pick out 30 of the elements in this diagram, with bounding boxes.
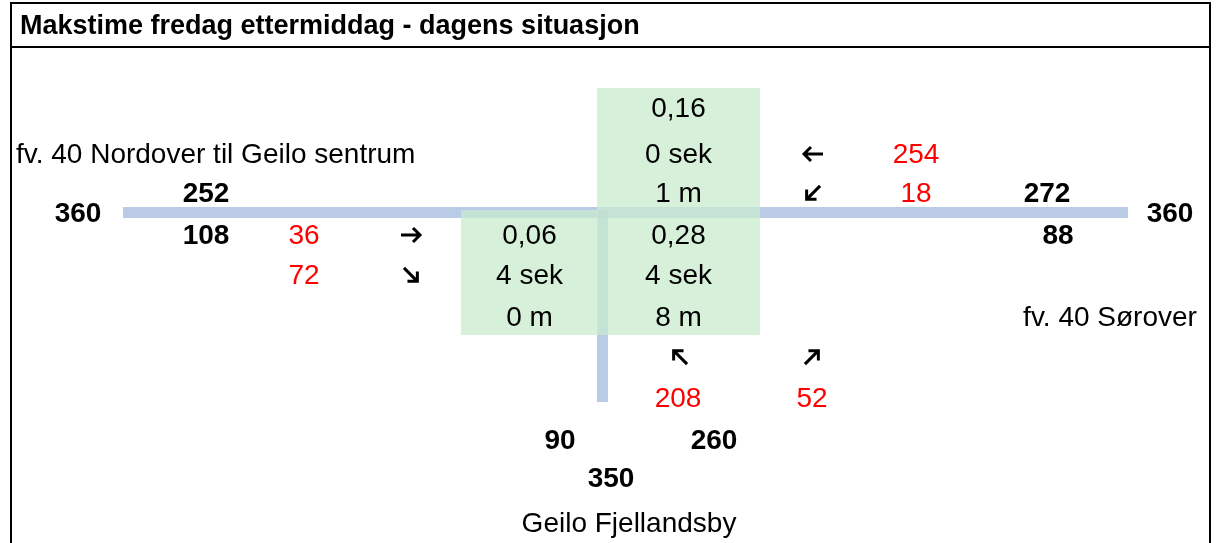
capacity-value: 1 m [655,177,702,209]
traffic-total: 90 [544,424,576,456]
traffic-total: 272 [1023,177,1071,209]
capacity-value: 4 sek [496,259,563,291]
capacity-value: 0,16 [651,92,706,124]
traffic-total: 260 [690,424,738,456]
capacity-value: 0,06 [502,219,557,251]
traffic-count: 18 [900,177,932,209]
capacity-value: 8 m [655,301,702,333]
traffic-total: 360 [1146,197,1194,229]
capacity-value: 0,28 [651,219,706,251]
capacity-panel [597,88,760,335]
traffic-count: 254 [892,138,940,170]
road-name: Geilo Fjellandsby [521,507,737,539]
traffic-total: 88 [1042,219,1074,251]
traffic-total: 108 [182,219,230,251]
road-name: fv. 40 Nordover til Geilo sentrum [16,138,416,170]
traffic-total: 350 [587,462,635,494]
traffic-count: 52 [796,382,828,414]
capacity-value: 0 sek [645,138,712,170]
capacity-value: 0 m [506,301,553,333]
traffic-total: 252 [182,177,230,209]
capacity-panel [461,210,598,335]
title: Makstime fredag ettermiddag - dagens situasjon [20,10,640,41]
road-name: fv. 40 Sørover [1023,301,1197,333]
traffic-total: 360 [54,197,102,229]
traffic-count: 72 [288,259,320,291]
capacity-value: 4 sek [645,259,712,291]
traffic-count: 208 [654,382,702,414]
traffic-count: 36 [288,219,320,251]
